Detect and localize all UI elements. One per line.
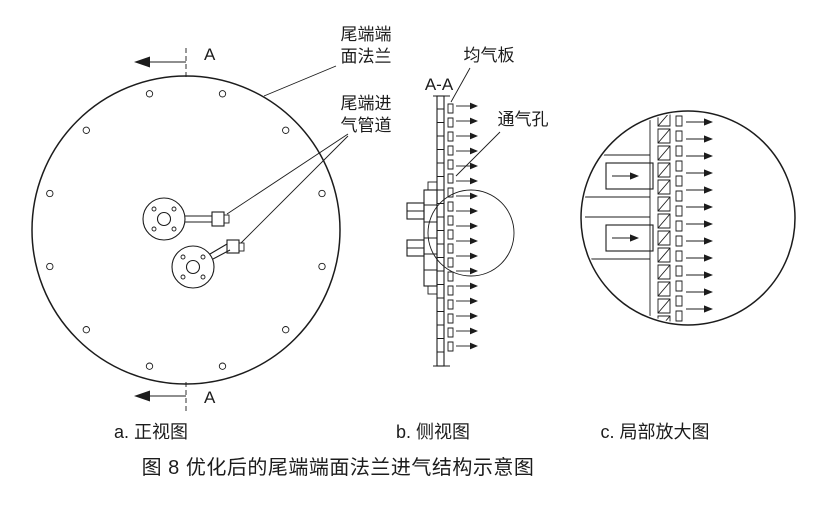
section-marker-a-top: A — [204, 45, 216, 64]
subcaption-front-view: a. 正视图 — [113, 422, 189, 442]
intake-pipe-section-2 — [605, 224, 654, 252]
pipe-annotation-line1: 尾端进 — [340, 94, 392, 113]
section-line-bottom — [134, 382, 187, 412]
detail-region-circle — [427, 189, 515, 277]
pipe-fitting-1 — [211, 211, 225, 227]
intake-pipe-2 — [209, 239, 245, 260]
flange-leader-line — [263, 65, 337, 97]
subcaption-side-view: b. 侧视图 — [395, 422, 471, 442]
detail-view-outline — [580, 110, 796, 326]
subcaption-detail-view: c. 局部放大图 — [600, 422, 710, 442]
section-label-aa: A-A — [424, 75, 454, 94]
pipe-leader-line-2 — [240, 135, 349, 244]
intake-flange-2 — [171, 245, 215, 289]
intake-pipe-1 — [185, 211, 230, 227]
intake-channel-walls — [585, 154, 650, 260]
flange-disc-outline — [31, 75, 341, 385]
flange-wall-blocks — [657, 113, 671, 323]
flange-annotation-line1: 尾端端 — [340, 25, 392, 44]
gas-plate-annotation: 均气板 — [463, 46, 515, 65]
intake-pipe-section-1 — [605, 162, 654, 190]
flange-plate-section — [436, 95, 445, 367]
pipe-flow-arrow-2 — [611, 233, 640, 243]
plate-segment-ticks — [437, 108, 444, 353]
gas-flow-arrows-detail — [685, 117, 714, 314]
flange-annotation-line2: 面法兰 — [340, 46, 392, 66]
section-arrow-top — [134, 56, 150, 68]
detail-view — [580, 110, 796, 326]
section-line-top — [134, 48, 187, 78]
flange-annotation: 尾端端 面法兰 — [341, 24, 392, 68]
section-marker-a-bottom: A — [204, 388, 216, 407]
pipe-flow-arrow-1 — [611, 171, 640, 181]
gas-flow-arrows-side — [455, 102, 479, 350]
section-arrow-bottom — [134, 390, 150, 402]
pipe-leader-line-1 — [226, 133, 349, 215]
wall-hatching — [657, 113, 671, 323]
gas-plate-leader-line — [450, 67, 471, 103]
vent-hole-annotation: 通气孔 — [497, 110, 549, 129]
intake-flange-1 — [142, 197, 186, 241]
side-view — [406, 67, 515, 367]
vent-hole-leader-line — [455, 131, 501, 177]
figure-caption: 图 8 优化后的尾端端面法兰进气结构示意图 — [141, 457, 535, 479]
gas-distribution-plate-detail — [675, 115, 683, 322]
pipe-annotation-line2: 气管道 — [340, 115, 392, 135]
pipe-annotation: 尾端进 气管道 — [341, 93, 392, 137]
gas-distribution-plate — [447, 103, 454, 352]
intake-bracket — [406, 181, 438, 295]
front-view — [31, 48, 349, 412]
bolt-holes — [46, 90, 326, 370]
